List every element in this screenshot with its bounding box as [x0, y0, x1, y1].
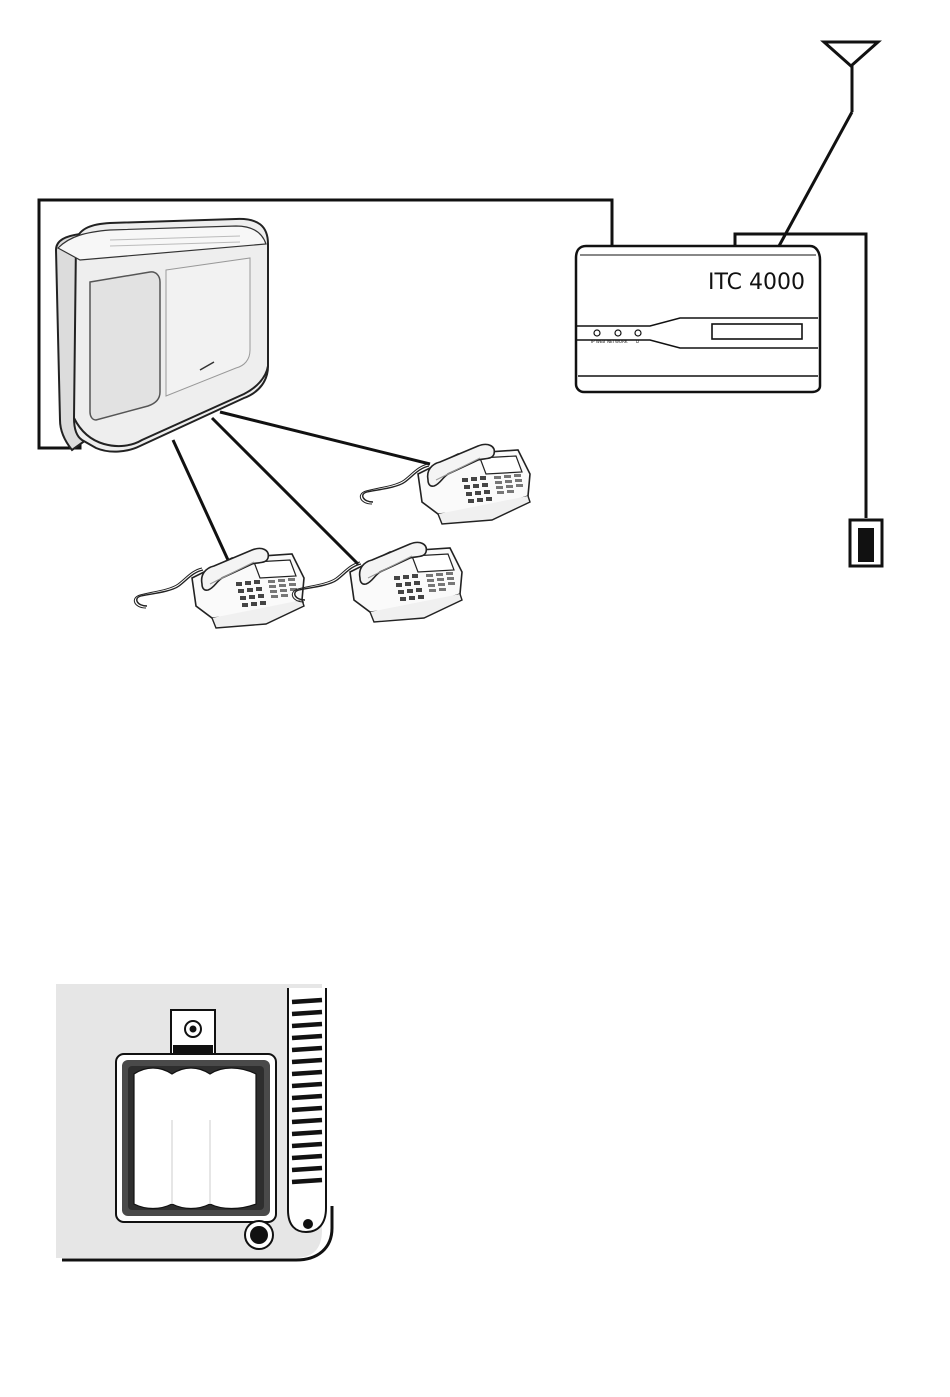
device-name-label: ITC 4000 [708, 270, 805, 295]
led-label-3: D [636, 339, 639, 344]
phone-lines [173, 412, 430, 564]
antenna-cable [779, 66, 852, 246]
phone-icon [360, 444, 530, 524]
wall-jack-icon [850, 520, 882, 566]
itc-device: IP WEB NETWORK D ITC 4000 [576, 246, 820, 392]
led-label-1: IP WEB [591, 339, 605, 344]
antenna-icon [824, 42, 878, 66]
led-label-2: NETWORK [607, 339, 628, 344]
battery-compartment-detail [56, 984, 332, 1260]
screw-hole-icon [303, 1219, 313, 1229]
phone-icon [292, 542, 462, 622]
phone-icon [134, 548, 304, 628]
battery-pack [134, 1068, 256, 1209]
